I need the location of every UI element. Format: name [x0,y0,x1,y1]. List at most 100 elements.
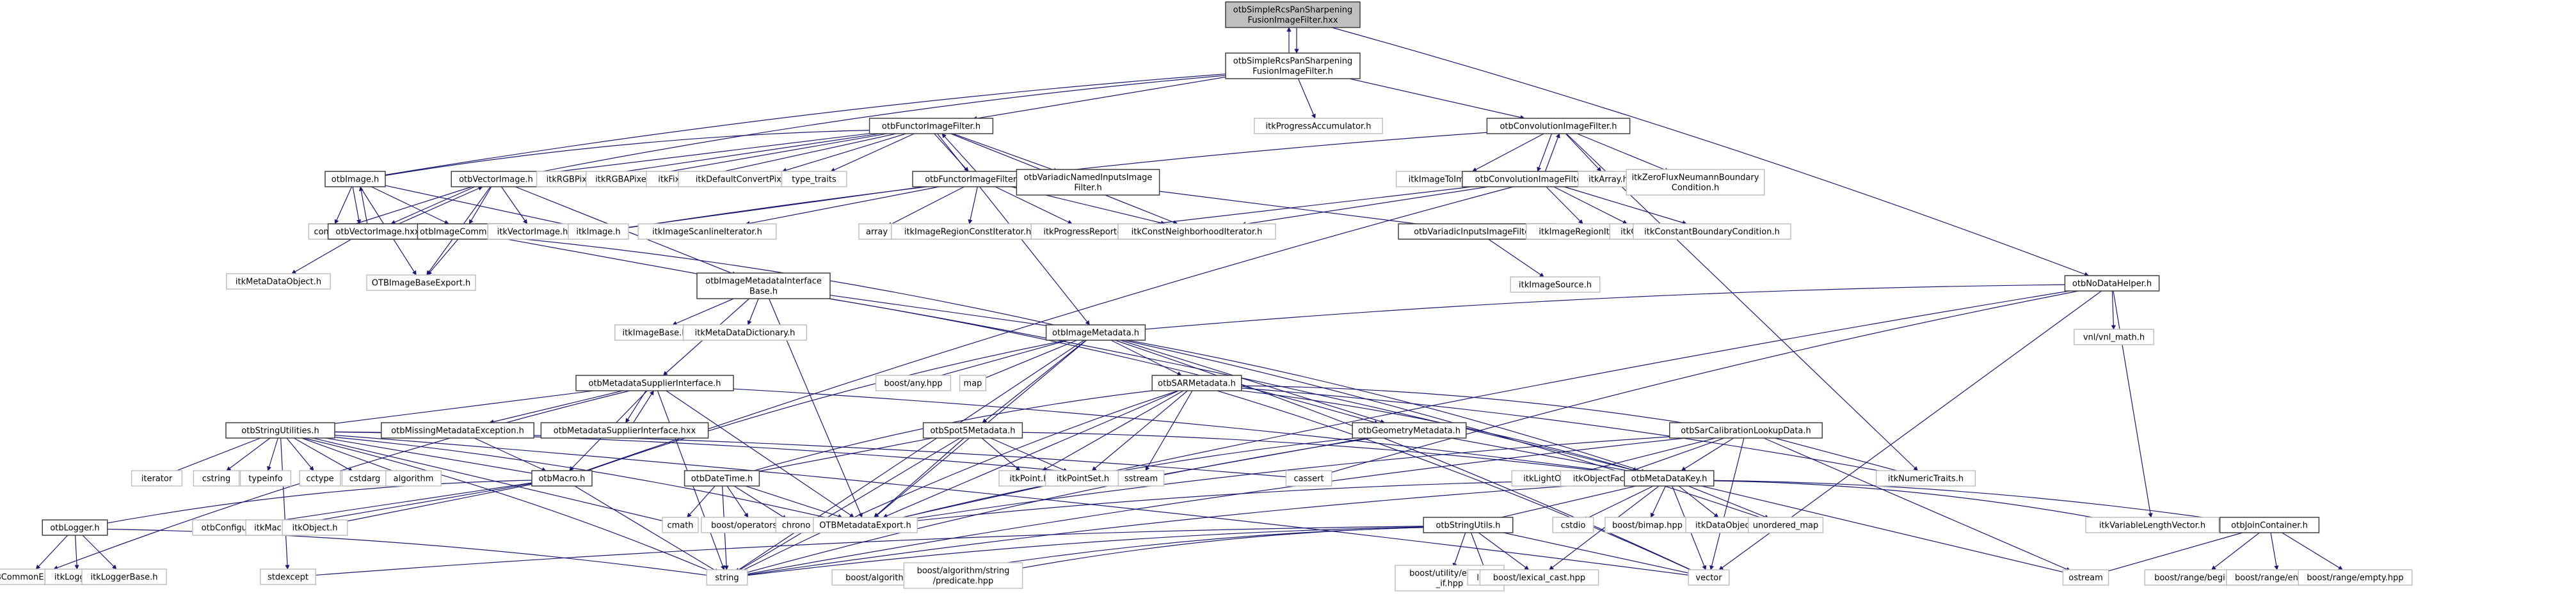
include-edge-vimage_h-to-itkvimage [500,186,528,224]
node-label: cmath [667,521,693,531]
include-edge-strutil-to-cstring [226,437,271,471]
node-box [2062,569,2109,586]
include-edge-sarmetadata-to-mdkey [1226,388,1646,475]
include-edge-strutils-to-limits [1470,532,1486,570]
graph-node-image_h[interactable]: otbImage.h [324,171,386,187]
graph-node-mdsupplier_hxx[interactable]: otbMetadataSupplierInterface.hxx [540,422,709,439]
node-label: iterator [141,474,173,484]
include-edge-macro-to-itkobject [330,481,547,526]
graph-node-sarmetadata[interactable]: otbSARMetadata.h [1151,375,1242,391]
include-edge-sarcalib-to-lightobject [1575,437,1716,475]
include-edge-conv_hxx-to-constneigh [1241,185,1498,226]
node-label: itkLoggerBase.h [90,573,157,583]
node-label: Base.h [749,287,778,297]
graph-node-filter_h[interactable]: otbSimpleRcsPanSharpeningFusionImageFilt… [1225,52,1361,79]
node-box [637,223,777,240]
graph-node-conv_h[interactable]: otbConvolutionImageFilter.h [1486,118,1631,134]
include-edge-functor_h-to-image_h [374,129,890,179]
include-edge-spot5-to-string [735,437,961,573]
node-label: Filter.h [1074,184,1101,193]
graph-node-functor_h[interactable]: otbFunctorImageFilter.h [868,118,994,134]
include-edge-filter_h-to-functor_h [972,76,1226,121]
include-edge-nodata-to-vnlmath [2111,290,2116,330]
graph-node-joincontainer[interactable]: otbJoinContainer.h [2219,517,2320,533]
graph-node-strutils[interactable]: otbStringUtils.h [1423,517,1514,533]
node-box [781,171,847,187]
include-edge-strutil-to-typeinfo [267,437,278,471]
node-box [696,272,831,299]
graph-node-algorithm: algorithm [385,470,442,487]
node-box [903,562,1023,589]
graph-node-geommd[interactable]: otbGeometryMetadata.h [1352,422,1467,439]
include-edge-imgmetadata-to-spot5 [982,340,1087,423]
include-edge-vimage_h-to-imgcommons [468,186,492,224]
node-label: otbSarCalibrationLookupData.h [1681,427,1811,436]
graph-node-cstdarg: cstdarg [341,470,388,487]
node-box [922,422,1023,439]
include-edge-functor_h-to-rgbpixel [594,132,890,178]
include-edge-strutil-to-macro [304,434,547,478]
include-edge-conv_h-to-conv_hxx [1537,133,1553,172]
node-label: itkProgressAccumulator.h [1266,122,1372,132]
graph-node-bimap: boost/bimap.hpp [1604,517,1690,533]
graph-node-imgmetadata[interactable]: otbImageMetadata.h [1045,324,1146,341]
include-edge-sarcalib-to-string [735,435,1713,578]
node-label: chrono [782,521,811,531]
node-label: otbMetaDataKey.h [1631,474,1708,484]
graph-node-macro[interactable]: otbMacro.h [531,470,593,487]
node-label: otbImageMetadata.h [1052,329,1139,338]
nodes-layer: otbSimpleRcsPanSharpeningFusionImageFilt… [0,1,2413,592]
node-label: itkMetaDataObject.h [236,278,321,287]
graph-node-typetraits: type_traits [781,171,847,187]
graph-node-sarcalib[interactable]: otbSarCalibrationLookupData.h [1669,422,1823,439]
graph-node-strutil[interactable]: otbStringUtilities.h [225,422,335,439]
include-edge-sarmetadata-to-numtraits [1226,386,1907,478]
node-label: vnl/vnl_math.h [2083,333,2145,343]
include-edge-mdsupplier-to-missingmd [489,390,623,424]
node-box [1225,1,1361,28]
node-box [1117,470,1165,487]
include-edge-mdkey-to-varlenvec [1692,480,2115,523]
graph-node-progressacc: itkProgressAccumulator.h [1254,118,1383,134]
node-label: otbLogger.h [50,524,99,533]
node-box [226,273,331,290]
node-box [2298,569,2413,586]
include-edge-mdkey-to-cstdio [1583,485,1654,521]
graph-node-nodata[interactable]: otbNoDataHelper.h [2064,275,2160,292]
node-label: otbMissingMetadataException.h [391,427,524,436]
node-label: cstring [202,474,230,484]
graph-node-missingmd[interactable]: otbMissingMetadataException.h [381,422,534,439]
graph-node-vimage_hxx[interactable]: otbVectorImage.hxx [327,223,428,240]
graph-node-otbmdexport: OTBMetadataExport.h [813,517,918,533]
node-label: Condition.h [1672,184,1719,193]
node-label: ostream [2068,574,2103,583]
include-edge-image_hxx-to-metadataobject [291,239,352,274]
graph-node-root[interactable]: otbSimpleRcsPanSharpeningFusionImageFilt… [1225,1,1361,28]
graph-node-datetime[interactable]: otbDateTime.h [684,470,760,487]
include-edge-strutils-to-lexicalcast [1478,532,1530,570]
node-label: otbVariadicInputsImageFilter.h [1414,228,1540,237]
node-label: FusionImageFilter.hxx [1247,16,1338,26]
graph-node-mdkey[interactable]: otbMetaDataKey.h [1624,470,1715,487]
graph-node-mdsupplier[interactable]: otbMetadataSupplierInterface.h [575,375,734,391]
node-box [2064,275,2160,292]
include-edge-joincontainer-to-rangebegin [2211,532,2260,570]
graph-node-vimage_h[interactable]: otbVectorImage.h [451,171,541,187]
node-label: otbSimpleRcsPanSharpening [1233,6,1353,15]
node-label: /predicate.hpp [933,577,994,586]
graph-node-itkloggerbase: itkLoggerBase.h [81,569,167,585]
node-label: itkZeroFluxNeumannBoundary [1632,173,1759,183]
node-label: map [964,379,982,389]
node-box [858,223,895,240]
node-label: boost/bimap.hpp [1612,521,1683,531]
graph-node-logger[interactable]: otbLogger.h [42,519,108,536]
graph-node-sstream: sstream [1117,470,1165,487]
graph-node-cctype: cctype [299,470,341,487]
include-edge-filter_h-to-progressacc [1297,78,1316,119]
node-label: cstdarg [349,474,381,484]
node-label: otbStringUtils.h [1436,521,1500,531]
graph-node-spot5[interactable]: otbSpot5Metadata.h [922,422,1023,439]
include-edge-functor_h-to-rgbapixel [647,132,890,177]
